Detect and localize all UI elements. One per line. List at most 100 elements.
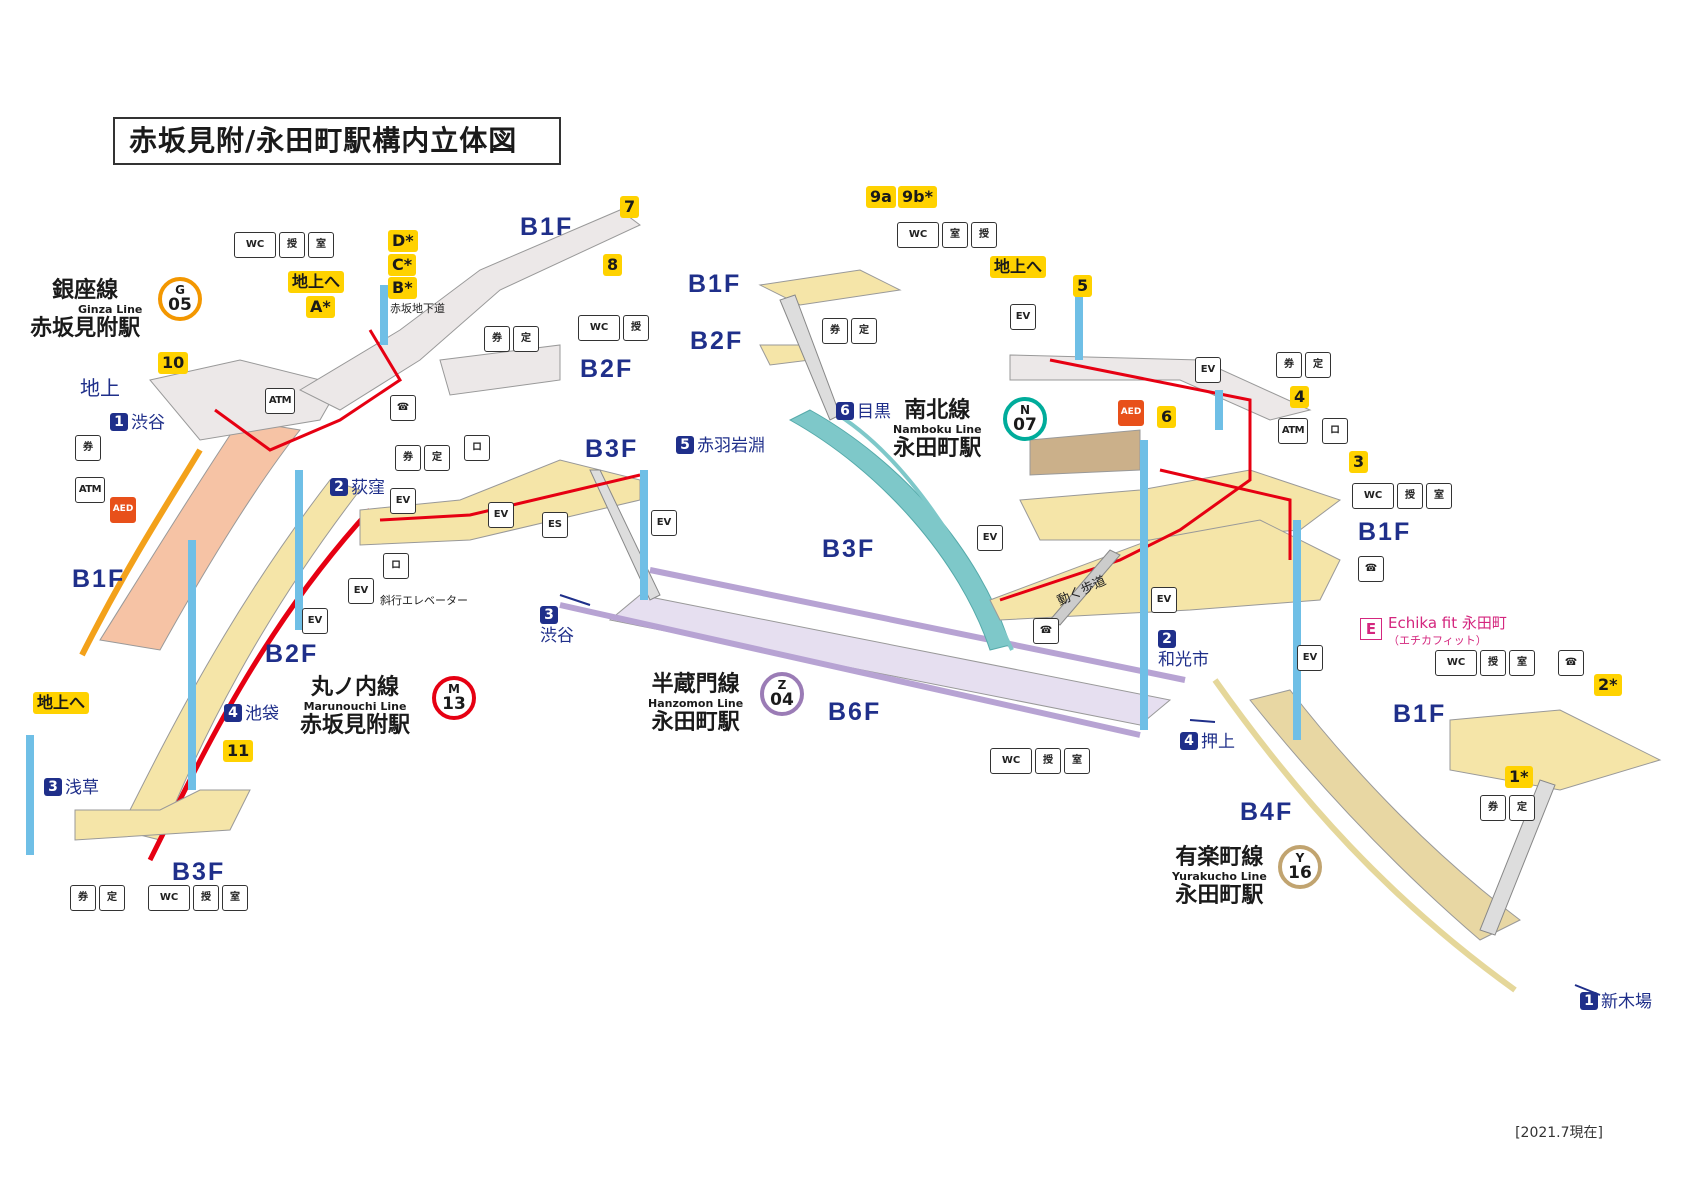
facility-group: ES: [542, 512, 568, 538]
elevator-shaft-6: [1293, 520, 1301, 740]
facility-group: ロ: [464, 435, 490, 461]
marunouchi-platform: [119, 479, 361, 841]
atm-icon: ATM: [1278, 418, 1308, 444]
aed-icon: AED: [1118, 400, 1144, 426]
toilet-icon: WC: [234, 232, 276, 258]
floor-label: B1F: [688, 270, 742, 298]
inclined-elevator-label: 斜行エレベーター: [380, 594, 468, 607]
exit-b: B*: [388, 277, 417, 299]
commuter-pass-icon: 定: [1509, 795, 1535, 821]
facility-group: EV: [1297, 645, 1323, 671]
facility-group: ATM: [1278, 418, 1308, 444]
toilet-icon: WC: [1352, 483, 1394, 509]
exit-d: D*: [388, 230, 418, 252]
commuter-pass-icon: 定: [424, 445, 450, 471]
facility-group: 券 定: [484, 326, 539, 352]
station-yurakucho: 有楽町線 Yurakucho Line 永田町駅: [1172, 845, 1267, 909]
nursing-room-icon: 室: [1064, 748, 1090, 774]
yurakucho-track: [1212, 678, 1517, 993]
facility-group: WC 授 室: [1435, 650, 1535, 676]
left-b3f-platform: [74, 789, 251, 841]
facility-group: ATM: [265, 388, 295, 414]
ticket-office-icon: 券: [70, 885, 96, 911]
echika-name: Echika fit 永田町: [1388, 614, 1507, 632]
exit-6: 6: [1157, 406, 1177, 428]
facility-group: 券 定: [395, 445, 450, 471]
floor-label: B1F: [1393, 700, 1447, 728]
locker-icon: ロ: [1322, 418, 1348, 444]
elevator-shaft-2: [295, 470, 303, 630]
map-title: 赤坂見附/永田町駅構内立体図: [113, 117, 561, 165]
floor-label: B2F: [690, 327, 744, 355]
exit-10: 10: [158, 352, 189, 374]
date-stamp: [2021.7現在]: [1515, 1125, 1603, 1141]
elevator-icon: EV: [1151, 587, 1177, 613]
line-name-en: Yurakucho Line: [1172, 870, 1267, 883]
line-name: 南北線: [904, 398, 971, 423]
elevator-shaft-4: [640, 470, 648, 600]
station-name: 赤坂見附駅: [300, 713, 411, 738]
toilet-icon: WC: [578, 315, 620, 341]
ticket-office-icon: 券: [484, 326, 510, 352]
akasaka-underpass-label: 赤坂地下道: [390, 302, 445, 315]
commuter-pass-icon: 定: [851, 318, 877, 344]
line-name: 丸ノ内線: [311, 675, 400, 700]
nursing-room-icon: 室: [222, 885, 248, 911]
toilet-icon: WC: [897, 222, 939, 248]
floor-label: B3F: [822, 535, 876, 563]
facility-group: WC 授 室: [1352, 483, 1452, 509]
commuter-pass-icon: 定: [1305, 352, 1331, 378]
baby-room-icon: 授: [1480, 650, 1506, 676]
facility-group: EV: [1195, 357, 1221, 383]
line-name: 銀座線: [52, 278, 119, 303]
locker-icon: ロ: [464, 435, 490, 461]
ginza-platform: [99, 419, 301, 651]
elevator-icon: EV: [651, 510, 677, 536]
station-hanzomon: 半蔵門線 Hanzomon Line 永田町駅: [648, 672, 743, 736]
elevator-icon: EV: [302, 608, 328, 634]
exit-9b: 9b*: [898, 186, 937, 208]
left-b3f-wall: [26, 735, 34, 855]
atm-icon: ATM: [265, 388, 295, 414]
exit-a: A*: [306, 296, 335, 318]
baby-room-icon: 授: [1035, 748, 1061, 774]
line-name-en: Hanzomon Line: [648, 697, 744, 710]
exit-1s: 1*: [1505, 766, 1533, 788]
phone-icon: ☎: [1358, 556, 1384, 582]
route-left-2: [379, 473, 641, 522]
ground-level-label: 地上: [80, 376, 120, 400]
facility-group: 券 定: [1276, 352, 1331, 378]
baby-room-icon: 授: [971, 222, 997, 248]
line-name-en: Namboku Line: [893, 423, 982, 436]
station-name: 永田町駅: [893, 436, 982, 461]
station-name: 永田町駅: [1175, 883, 1264, 908]
baby-room-icon: 授: [193, 885, 219, 911]
facility-group: 券 定: [70, 885, 125, 911]
elevator-icon: EV: [488, 502, 514, 528]
floor-label: B1F: [1358, 518, 1412, 546]
elevator-icon: EV: [1297, 645, 1323, 671]
elevator-shaft-5: [1140, 440, 1148, 730]
left-upper-corridor: [298, 209, 641, 411]
baby-room-icon: 授: [279, 232, 305, 258]
floor-label: B4F: [1240, 798, 1294, 826]
exit-2s: 2*: [1594, 674, 1622, 696]
facility-group: 券: [75, 435, 101, 461]
namboku-track: [829, 408, 1014, 651]
exit-chijo-he-3: 地上へ: [990, 256, 1047, 278]
baby-room-icon: 授: [623, 315, 649, 341]
facility-group: EV: [390, 488, 416, 514]
facility-group: EV: [348, 578, 374, 604]
echika-icon: E: [1360, 618, 1382, 640]
commuter-pass-icon: 定: [99, 885, 125, 911]
ginza-track: [79, 448, 203, 657]
nursing-room-icon: 室: [1426, 483, 1452, 509]
exit-chijo-he-2: 地上へ: [33, 692, 90, 714]
locker-icon: ロ: [383, 553, 409, 579]
facility-group: ☎: [390, 395, 416, 421]
